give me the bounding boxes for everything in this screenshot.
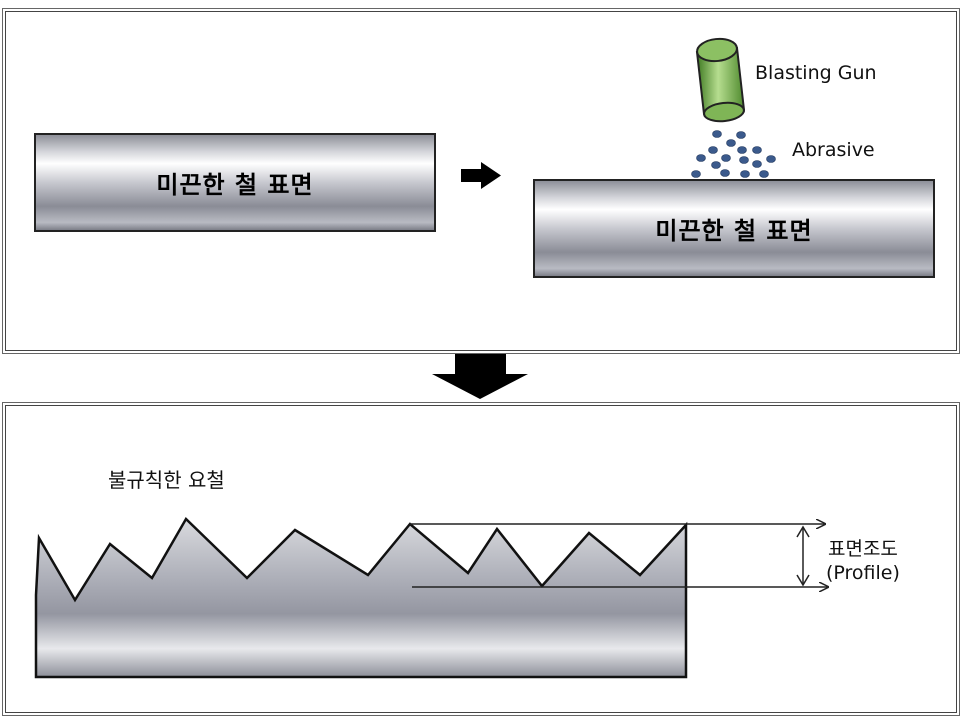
smooth-steel-surface-left: 미끈한 철 표면: [34, 133, 436, 232]
process-arrow-right: [461, 162, 501, 189]
right-bar-label: 미끈한 철 표면: [655, 217, 813, 245]
abrasive-particles: [691, 130, 776, 178]
smooth-steel-surface-right: 미끈한 철 표면: [533, 179, 935, 278]
profile-label-english: (Profile): [826, 562, 900, 584]
profile-dimension-arrow: [796, 525, 810, 587]
left-bar-label: 미끈한 철 표면: [156, 171, 314, 199]
profile-label: 표면조도 (Profile): [826, 537, 900, 585]
process-arrow-down: [432, 354, 528, 399]
blasting-gun-icon: [695, 37, 745, 123]
profile-label-korean: 표면조도: [827, 538, 898, 560]
irregular-surface-label: 불규칙한 요철: [108, 468, 225, 492]
abrasive-label: Abrasive: [792, 139, 875, 161]
blasting-gun-label: Blasting Gun: [755, 62, 877, 84]
rough-steel-surface: [34, 516, 688, 679]
